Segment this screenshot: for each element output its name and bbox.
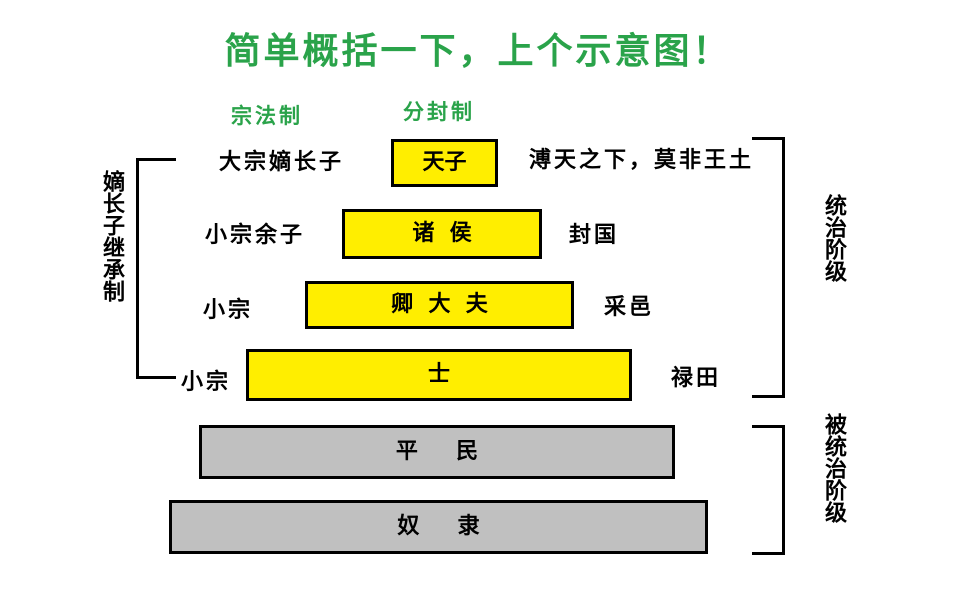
tier-label: 士: [427, 362, 450, 387]
left-label-shi: 小宗: [181, 370, 232, 395]
ruled-class-label: 被统治阶级: [821, 413, 846, 523]
right-label-shi: 禄田: [671, 366, 722, 391]
page-title: 简单概括一下，上个示意图！: [224, 31, 732, 72]
tier-shi: 士: [246, 349, 632, 401]
tier-label: 天子: [422, 150, 467, 175]
right-label-zhuhou: 封国: [569, 223, 620, 248]
left-side-label: 嫡长子继承制: [99, 170, 124, 302]
right-label-tianzi: 溥天之下，莫非王土: [529, 148, 755, 173]
left-label-qingdafu: 小宗: [203, 298, 254, 323]
tier-label: 奴 隶: [397, 514, 480, 539]
tier-label: 平 民: [395, 439, 479, 464]
tier-qingdafu: 卿 大 夫: [305, 281, 574, 329]
tier-pingmin: 平 民: [199, 425, 675, 479]
ruled-class-bracket: [752, 425, 785, 555]
left-bracket: [136, 158, 176, 379]
header-clan-system: 宗法制: [231, 104, 303, 128]
left-label-tianzi: 大宗嫡长子: [219, 150, 345, 175]
header-enfeoffment: 分封制: [403, 100, 475, 124]
right-label-qingdafu: 采邑: [604, 295, 655, 320]
ruling-class-label: 统治阶级: [821, 194, 846, 282]
tier-zhuhou: 诸 侯: [342, 209, 542, 259]
tier-label: 诸 侯: [412, 221, 472, 246]
tier-label: 卿 大 夫: [391, 292, 488, 317]
ruling-class-bracket: [752, 137, 785, 398]
tier-nuli: 奴 隶: [169, 500, 708, 554]
left-label-zhuhou: 小宗余子: [205, 223, 306, 248]
tier-tianzi: 天子: [391, 139, 498, 187]
